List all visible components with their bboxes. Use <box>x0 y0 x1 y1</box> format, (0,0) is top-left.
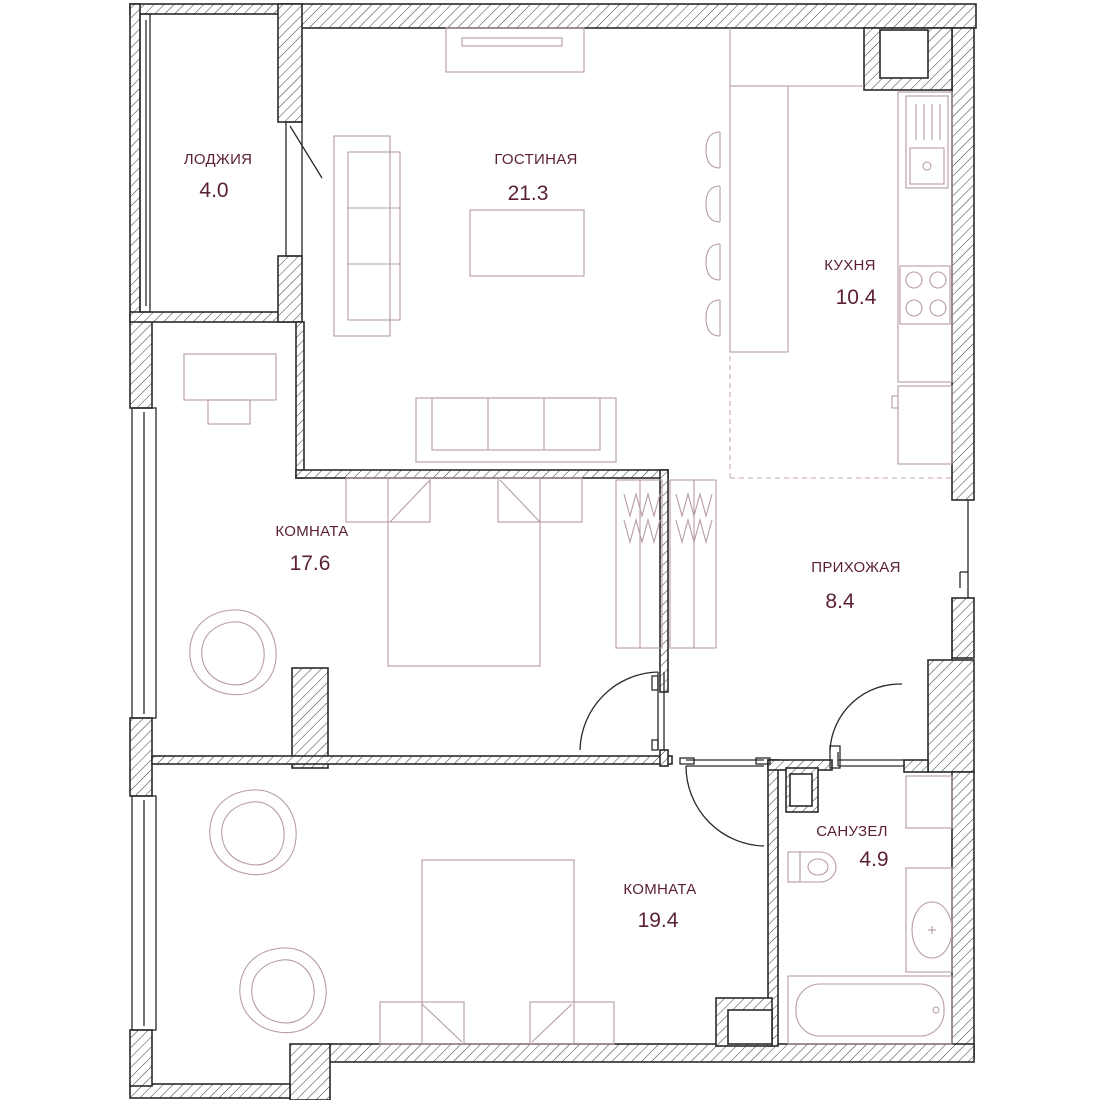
room-name-hall: ПРИХОЖАЯ <box>811 559 901 576</box>
bar-chairs <box>705 131 721 337</box>
wall-left-upper <box>129 315 153 409</box>
bathtub-icon <box>787 975 953 1045</box>
washbasin <box>905 867 953 973</box>
armchair-1 <box>189 609 277 696</box>
door-swing-icon[interactable] <box>579 671 665 751</box>
furniture <box>183 27 969 1045</box>
room-name-bathroom: САНУЗЕЛ <box>816 823 888 840</box>
wall-bottom-left <box>289 1043 331 1100</box>
wall-left-low <box>129 1029 153 1087</box>
wardrobe-1 <box>615 479 663 649</box>
wall-inner-v1 <box>295 321 305 479</box>
stove-icon <box>899 265 951 325</box>
wall-bottom-strip <box>129 1083 291 1099</box>
room-area-hall: 8.4 <box>825 590 855 613</box>
kitchen-counter <box>897 91 953 383</box>
wall-loggia-bottom <box>129 311 301 323</box>
wall-inner-h2 <box>151 755 673 765</box>
armchair-3 <box>239 947 327 1034</box>
vent-shaft-bath <box>789 773 813 807</box>
wall-right-bath <box>951 771 975 1059</box>
wall-right-pillar <box>927 659 975 773</box>
window-bedroom1 <box>131 407 157 719</box>
bath-shelf <box>905 775 953 829</box>
wall-top <box>285 3 977 29</box>
wardrobe-2 <box>669 479 717 649</box>
armchair-2 <box>209 789 297 876</box>
door-swing-icon[interactable] <box>679 757 771 847</box>
walls <box>129 3 977 1100</box>
wall-right-upper <box>951 27 975 501</box>
kitchen-island <box>729 85 789 353</box>
wall-left-mid <box>129 717 153 797</box>
wall-inner-v3 <box>659 749 669 767</box>
wall-right-lower <box>951 597 975 659</box>
wall-inner-v2 <box>659 469 669 693</box>
room-name-living: ГОСТИНАЯ <box>494 151 577 168</box>
wall-bottom <box>327 1043 975 1063</box>
window-loggia-door <box>285 121 303 257</box>
tv-icon <box>445 27 585 73</box>
toilet-icon <box>787 851 837 883</box>
room-name-kitchen: КУХНЯ <box>824 257 876 274</box>
sofa-bottom <box>415 397 617 463</box>
doors <box>579 671 904 847</box>
bed-2 <box>379 859 615 1045</box>
windows <box>131 13 323 1031</box>
sofa-left <box>333 135 401 337</box>
room-name-bedroom2: КОМНАТА <box>623 881 696 898</box>
door-swing-icon[interactable] <box>829 683 904 769</box>
wall-loggia-right-a <box>277 3 303 123</box>
room-area-kitchen: 10.4 <box>836 286 877 309</box>
wall-loggia-left <box>129 3 141 317</box>
wall-inner-h1 <box>295 469 669 479</box>
fridge <box>891 385 953 465</box>
wall-loggia-top <box>129 3 291 15</box>
wall-loggia-right-b <box>277 255 303 323</box>
room-area-bedroom2: 19.4 <box>638 909 679 932</box>
bed-1 <box>345 477 583 667</box>
vent-shaft-kitchen <box>879 29 929 79</box>
room-area-bedroom1: 17.6 <box>290 552 331 575</box>
wall-bath-top-b <box>903 759 929 773</box>
room-area-living: 21.3 <box>508 182 549 205</box>
coffee-table <box>469 209 585 277</box>
room-area-bathroom: 4.9 <box>859 848 888 871</box>
desk <box>183 353 277 425</box>
sink-icon <box>905 95 949 189</box>
window-bedroom2 <box>131 795 157 1031</box>
room-area-loggia: 4.0 <box>199 179 228 202</box>
vent-shaft-corner <box>727 1009 773 1045</box>
room-labels: ЛОДЖИЯ 4.0 ГОСТИНАЯ 21.3 КУХНЯ 10.4 КОМН… <box>184 151 901 932</box>
room-name-bedroom1: КОМНАТА <box>275 523 348 540</box>
wall-pillar-bedroom <box>291 667 329 769</box>
room-name-loggia: ЛОДЖИЯ <box>184 151 253 168</box>
window-loggia-1 <box>139 13 151 313</box>
